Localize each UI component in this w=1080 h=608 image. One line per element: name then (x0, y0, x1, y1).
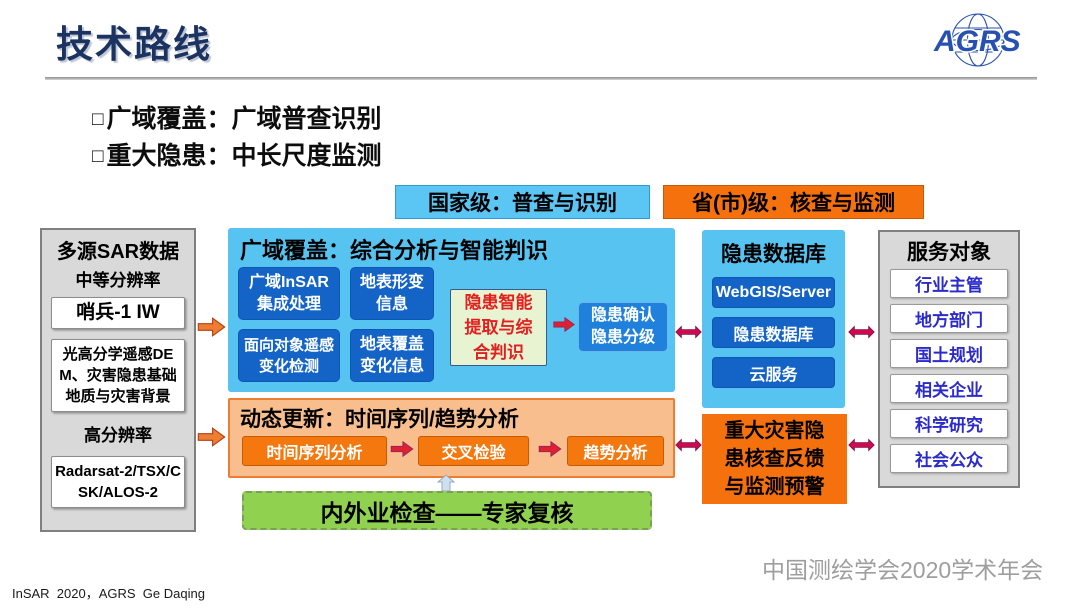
intelligent-extraction-box: 隐患智能提取与综合判识 (450, 289, 547, 366)
conference-watermark: 中国测绘学会2020学术年会 (762, 557, 1044, 583)
globe-icon (951, 13, 1005, 67)
service-item: 科学研究 (890, 409, 1008, 438)
label-national-level: 国家级：普查与识别 (395, 185, 650, 219)
expert-review-box: 内外业检查——专家复核 (242, 491, 652, 530)
service-item: 行业主管 (890, 269, 1008, 298)
flow-arrow-right-icon (197, 427, 226, 447)
flow-arrow-right-icon (538, 440, 562, 458)
hazard-confirm-grade-box: 隐患确认隐患分级 (578, 302, 668, 352)
title-divider (45, 77, 1037, 80)
flow-arrow-both-icon (848, 438, 875, 452)
flow-arrow-right-icon (553, 316, 575, 333)
flow-arrow-up-icon (437, 474, 455, 492)
trend-analysis-box: 趋势分析 (567, 436, 664, 466)
panel-service-targets: 服务对象 行业主管 地方部门 国土规划 相关企业 科学研究 社会公众 (878, 230, 1020, 488)
label-provincial-level: 省(市)级：核查与监测 (663, 185, 924, 219)
service-item: 相关企业 (890, 374, 1008, 403)
aux-data-box: 光高分学遥感DEM、灾害隐患基础地质与灾害背景 (51, 339, 185, 412)
agrs-logo: AGRS (932, 13, 1022, 67)
flow-arrow-both-icon (675, 325, 702, 339)
sar-panel-title: 多源SAR数据 (56, 241, 180, 263)
major-hazard-feedback-box: 重大灾害隐患核查反馈与监测预警 (702, 414, 847, 504)
high-resolution-label: 高分辨率 (84, 426, 152, 445)
cross-validation-box: 交叉检验 (418, 436, 529, 466)
flow-arrow-right-icon (390, 440, 414, 458)
object-change-detection-box: 面向对象遥感变化检测 (238, 329, 340, 382)
bullet-item: □重大隐患：中长尺度监测 (92, 139, 382, 176)
panel-dynamic-update: 动态更新：时间序列/趋势分析 时间序列分析 交叉检验 趋势分析 (228, 398, 675, 478)
flow-arrow-right-icon (197, 317, 226, 337)
database-panel-title: 隐患数据库 (721, 243, 826, 266)
bullet-text: 广域覆盖：广域普查识别 (106, 105, 382, 133)
bullet-list: □广域覆盖：广域普查识别 □重大隐患：中长尺度监测 (92, 102, 382, 176)
page-title: 技术路线 (56, 24, 212, 65)
panel-wide-coverage: 广域覆盖：综合分析与智能判识 广域InSAR集成处理 地表形变信息 面向对象遥感… (228, 228, 675, 392)
attribution-text: InSAR 2020，AGRS Ge Daqing (12, 586, 205, 601)
service-item: 地方部门 (890, 304, 1008, 333)
service-item: 社会公众 (890, 444, 1008, 473)
landcover-change-box: 地表覆盖变化信息 (350, 329, 434, 382)
coverage-panel-title: 广域覆盖：综合分析与智能判识 (240, 238, 549, 263)
flow-arrow-both-icon (675, 438, 702, 452)
dynamic-panel-title: 动态更新：时间序列/趋势分析 (240, 408, 519, 431)
square-bullet-icon: □ (92, 109, 104, 130)
square-bullet-icon: □ (92, 146, 104, 167)
bullet-text: 重大隐患：中长尺度监测 (106, 142, 382, 170)
insar-processing-box: 广域InSAR集成处理 (238, 267, 340, 320)
panel-hazard-database: 隐患数据库 WebGIS/Server 隐患数据库 云服务 (702, 230, 845, 408)
logo-text: AGRS (933, 25, 1021, 58)
mid-resolution-label: 中等分辨率 (75, 271, 161, 290)
flow-arrow-both-icon (848, 325, 875, 339)
service-item: 国土规划 (890, 339, 1008, 368)
webgis-server-box: WebGIS/Server (712, 277, 835, 308)
cloud-service-box: 云服务 (712, 357, 835, 388)
sentinel-box: 哨兵-1 IW (51, 297, 185, 329)
deformation-info-box: 地表形变信息 (350, 267, 434, 320)
hazard-database-box: 隐患数据库 (712, 317, 835, 348)
radarsat-box: Radarsat-2/TSX/CSK/ALOS-2 (51, 456, 185, 508)
panel-sar-data: 多源SAR数据 中等分辨率 哨兵-1 IW 光高分学遥感DEM、灾害隐患基础地质… (40, 228, 196, 532)
bullet-item: □广域覆盖：广域普查识别 (92, 102, 382, 139)
time-series-analysis-box: 时间序列分析 (242, 436, 387, 466)
service-panel-title: 服务对象 (907, 241, 991, 264)
